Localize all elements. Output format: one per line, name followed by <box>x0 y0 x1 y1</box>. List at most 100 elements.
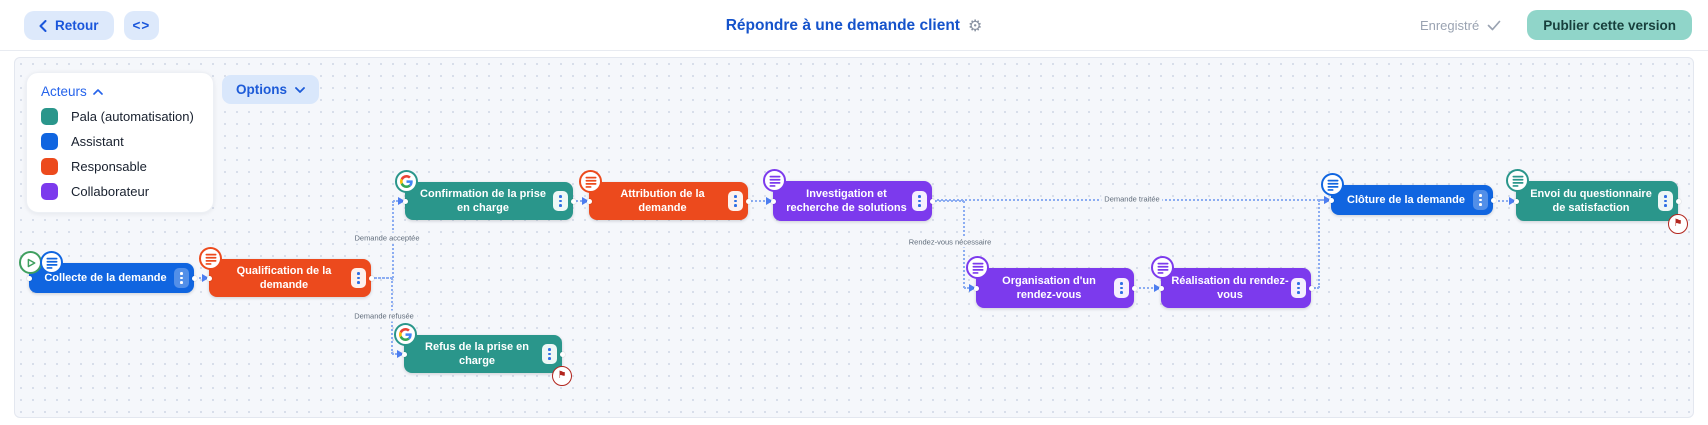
play-badge-icon[interactable] <box>19 251 42 274</box>
form-badge-icon[interactable] <box>1151 256 1174 279</box>
flow-node-realisation[interactable]: Réalisation du rendez-vous <box>1151 256 1314 308</box>
end-flag-icon: ⚑ <box>1668 214 1688 234</box>
flow-node-attribution[interactable]: Attribution de la demande <box>579 170 751 220</box>
node-badges <box>395 170 418 193</box>
top-bar: Retour <> Répondre à une demande client … <box>0 0 1708 51</box>
legend-item-label: Responsable <box>71 159 147 174</box>
edge-label: Demande refusée <box>351 310 417 322</box>
node-badges <box>1506 169 1529 192</box>
form-badge-icon[interactable] <box>1321 173 1344 196</box>
node-menu-button[interactable] <box>1658 191 1673 211</box>
node-badges <box>19 251 63 274</box>
node-menu-button[interactable] <box>1473 190 1488 210</box>
connection-handle[interactable] <box>929 198 935 204</box>
legend-toggle[interactable]: Acteurs <box>41 84 199 99</box>
connection-handle[interactable] <box>26 275 32 281</box>
node-badges <box>579 170 602 193</box>
actor-color-swatch <box>41 183 58 200</box>
flow-node-refus[interactable]: Refus de la prise en charge ⚑ <box>394 323 572 386</box>
node-menu-button[interactable] <box>912 191 927 211</box>
form-badge-icon[interactable] <box>579 170 602 193</box>
legend-item-collaborateur: Collaborateur <box>41 183 199 200</box>
back-button-label: Retour <box>55 18 99 33</box>
form-badge-icon[interactable] <box>763 169 786 192</box>
edge-label: Demande acceptée <box>351 232 423 244</box>
node-label: Envoi du questionnaire de satisfaction <box>1530 187 1652 214</box>
page-title: Répondre à une demande client <box>725 16 960 34</box>
connection-handle[interactable] <box>973 285 979 291</box>
form-badge-icon[interactable] <box>966 256 989 279</box>
node-menu-button[interactable] <box>1114 278 1129 298</box>
flow-node-envoi[interactable]: Envoi du questionnaire de satisfaction ⚑ <box>1506 169 1688 234</box>
form-badge-icon[interactable] <box>199 247 222 270</box>
flow-node-collecte[interactable]: Collecte de la demande <box>19 251 197 293</box>
actor-color-swatch <box>41 133 58 150</box>
flow-edge <box>371 277 392 279</box>
flow-node-confirmation[interactable]: Confirmation de la prise en charge <box>395 170 576 220</box>
legend-item-label: Pala (automatisation) <box>71 109 194 124</box>
actor-color-swatch <box>41 108 58 125</box>
node-label: Qualification de la demande <box>236 264 332 291</box>
google-badge-icon[interactable] <box>395 170 418 193</box>
node-menu-button[interactable] <box>1291 278 1306 298</box>
save-status-label: Enregistré <box>1419 17 1480 33</box>
node-label: Attribution de la demande <box>620 187 705 214</box>
chevron-left-icon <box>39 19 47 32</box>
connection-handle[interactable] <box>402 198 408 204</box>
node-menu-button[interactable] <box>351 268 366 288</box>
node-badges <box>199 247 222 270</box>
save-status: Enregistré <box>1420 18 1501 33</box>
form-badge-icon[interactable] <box>40 251 63 274</box>
edge-arrowhead <box>397 349 404 358</box>
connection-handle[interactable] <box>191 275 197 281</box>
node-menu-button[interactable] <box>553 191 568 211</box>
options-button[interactable]: Options <box>222 75 319 104</box>
legend-item-pala: Pala (automatisation) <box>41 108 199 125</box>
edge-arrowhead <box>202 273 209 282</box>
flow-edge <box>573 200 589 202</box>
publish-button[interactable]: Publier cette version <box>1527 10 1692 40</box>
code-view-button[interactable]: <> <box>123 11 160 40</box>
flow-edge <box>1318 200 1320 288</box>
end-flag-icon: ⚑ <box>552 366 572 386</box>
node-label: Confirmation de la prise en charge <box>420 187 546 214</box>
connection-handle[interactable] <box>368 275 374 281</box>
node-menu-button[interactable] <box>728 191 743 211</box>
flow-node-organisation[interactable]: Organisation d'un rendez-vous <box>966 256 1137 308</box>
edge-arrowhead <box>1154 283 1161 292</box>
node-badges <box>1151 256 1174 279</box>
connection-handle[interactable] <box>401 351 407 357</box>
node-label: Refus de la prise en charge <box>425 340 529 367</box>
node-menu-button[interactable] <box>174 268 189 288</box>
connection-handle[interactable] <box>1513 198 1519 204</box>
flow-edge <box>194 277 209 279</box>
edge-arrowhead <box>398 196 405 205</box>
flow-node-qualification[interactable]: Qualification de la demande <box>199 247 374 297</box>
header-right-group: Enregistré Publier cette version <box>1420 10 1692 40</box>
flow-node-investigation[interactable]: Investigation et recherche de solutions <box>763 169 935 221</box>
form-badge-icon[interactable] <box>1506 169 1529 192</box>
node-badges <box>1321 173 1344 196</box>
node-menu-button[interactable] <box>542 344 557 364</box>
connection-handle[interactable] <box>586 198 592 204</box>
google-badge-icon[interactable] <box>394 323 417 346</box>
connection-handle[interactable] <box>559 351 565 357</box>
connection-handle[interactable] <box>1308 285 1314 291</box>
connection-handle[interactable] <box>745 198 751 204</box>
connection-handle[interactable] <box>206 275 212 281</box>
back-button[interactable]: Retour <box>24 11 114 40</box>
connection-handle[interactable] <box>570 198 576 204</box>
connection-handle[interactable] <box>1675 198 1681 204</box>
connection-handle[interactable] <box>1328 197 1334 203</box>
flow-node-cloture[interactable]: Clôture de la demande <box>1321 173 1496 215</box>
connection-handle[interactable] <box>770 198 776 204</box>
connection-handle[interactable] <box>1490 197 1496 203</box>
node-label: Organisation d'un rendez-vous <box>1002 274 1096 301</box>
connection-handle[interactable] <box>1131 285 1137 291</box>
connection-handle[interactable] <box>1158 285 1164 291</box>
gear-icon[interactable]: ⚙ <box>967 15 983 35</box>
flow-edge <box>1493 200 1516 202</box>
